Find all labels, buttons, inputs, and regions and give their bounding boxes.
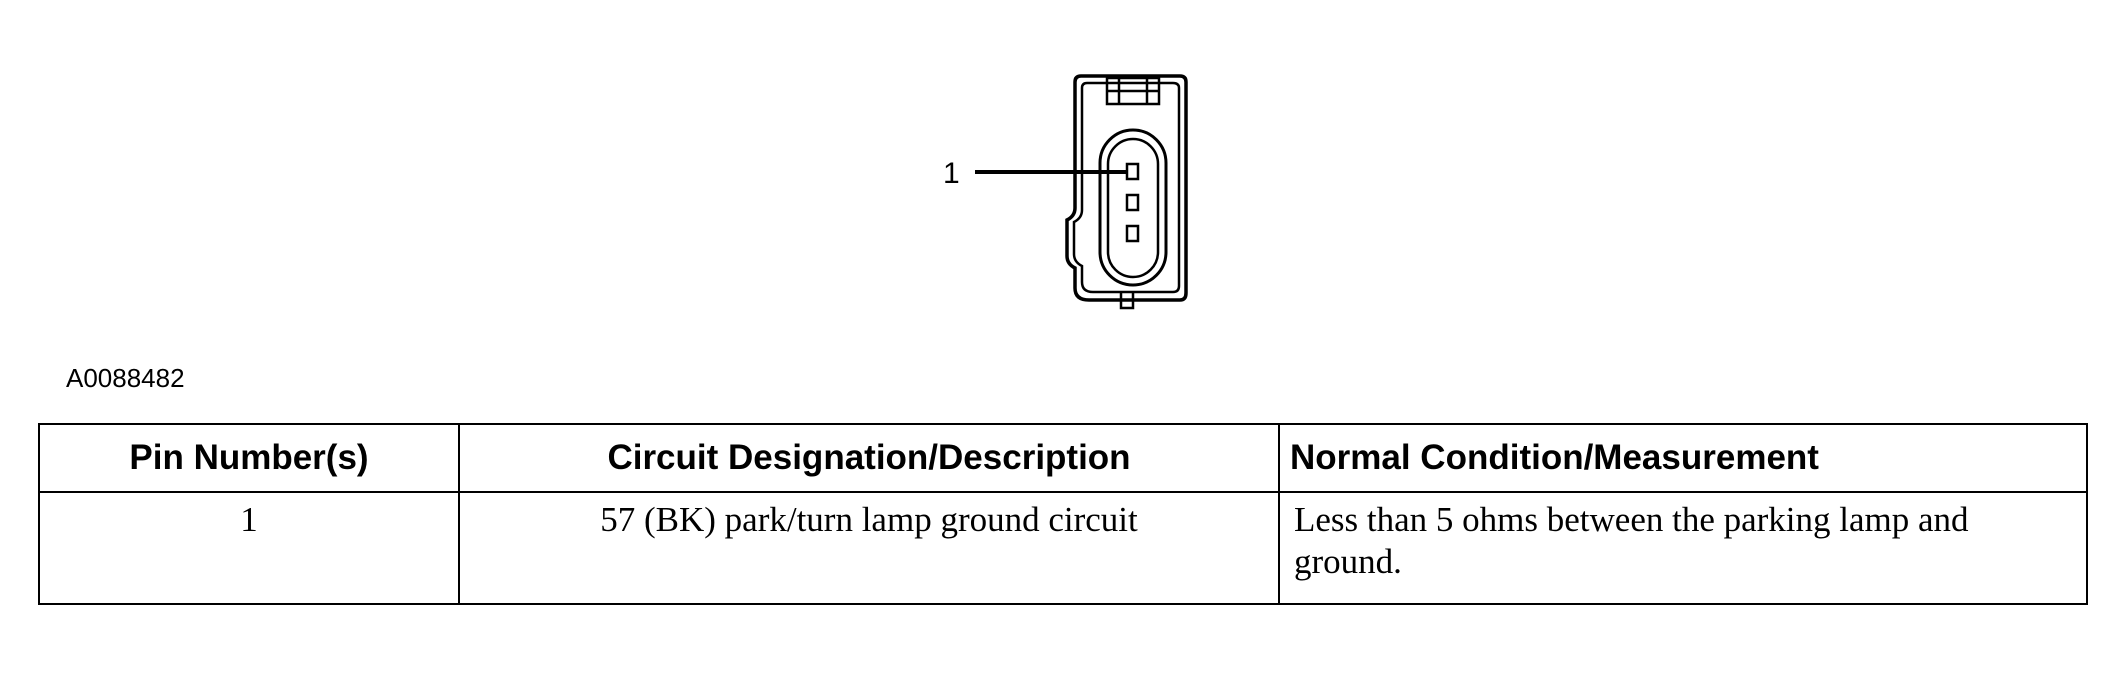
figure-reference-id: A0088482: [66, 363, 185, 393]
cell-circuit-description: 57 (BK) park/turn lamp ground circuit: [458, 491, 1280, 605]
pinout-table: Pin Number(s) Circuit Designation/Descri…: [38, 423, 2088, 605]
cell-normal-condition: Less than 5 ohms between the parking lam…: [1278, 491, 2088, 605]
header-normal-condition: Normal Condition/Measurement: [1278, 423, 2088, 493]
connector-pins: [1125, 162, 1140, 243]
connector-diagram: 1: [943, 74, 1188, 310]
pin-1: [1125, 162, 1140, 181]
header-pin-number: Pin Number(s): [38, 423, 460, 493]
table-header-row: Pin Number(s) Circuit Designation/Descri…: [38, 423, 2088, 493]
pin-2: [1125, 193, 1140, 212]
pin-3: [1125, 224, 1140, 243]
table-row: 1 57 (BK) park/turn lamp ground circuit …: [38, 491, 2088, 605]
cell-pin-number: 1: [38, 491, 460, 605]
pin-callout-label: 1: [943, 157, 960, 190]
connector-housing: [1065, 74, 1188, 310]
header-circuit-description: Circuit Designation/Description: [458, 423, 1280, 493]
